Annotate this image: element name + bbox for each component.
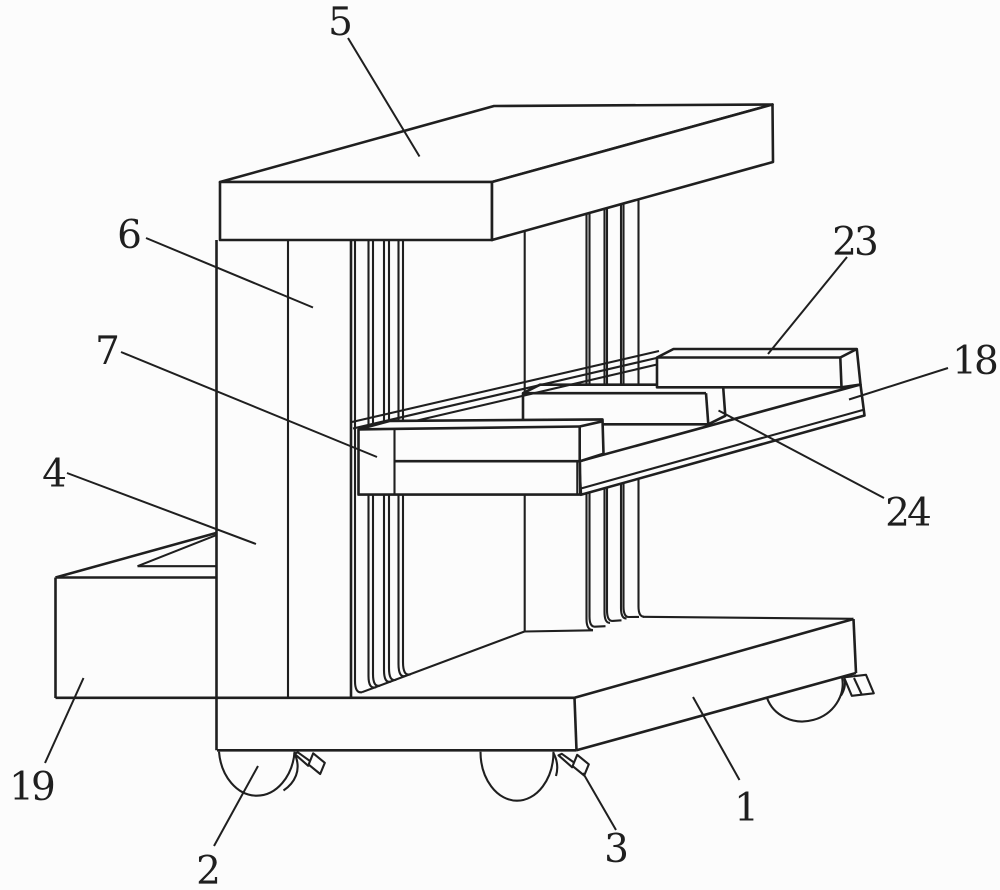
left-post-line bbox=[371, 240, 381, 687]
casters bbox=[217, 673, 875, 802]
rear-post-foot bbox=[612, 619, 622, 622]
leader-support-column bbox=[145, 237, 314, 309]
wheel-arc bbox=[217, 751, 296, 797]
leader-lines bbox=[44, 37, 949, 847]
front-right-caster bbox=[479, 751, 590, 802]
middle-slide-block bbox=[521, 383, 727, 426]
block24-silhouette bbox=[521, 383, 727, 426]
label-support-arm: 18 bbox=[952, 339, 997, 384]
brake-pedal bbox=[307, 752, 326, 776]
box-top-left-edge bbox=[55, 531, 217, 579]
leader-caster-brake bbox=[582, 772, 617, 831]
label-top-platform: 5 bbox=[328, 0, 350, 45]
label-caster-brake: 3 bbox=[604, 827, 626, 872]
brake-pedal bbox=[571, 753, 590, 777]
leader-hopper-chute bbox=[66, 472, 257, 545]
label-hopper-box: 19 bbox=[9, 765, 54, 810]
base-right-end-edge bbox=[852, 618, 858, 674]
label-hopper-chute: 4 bbox=[42, 452, 65, 497]
base-foot-line-right bbox=[524, 629, 594, 633]
arm-mid-edge bbox=[579, 408, 864, 490]
rail-top-front-edge bbox=[352, 356, 657, 430]
block23-right-edge bbox=[839, 357, 843, 388]
label-front-left-caster: 2 bbox=[196, 849, 218, 890]
block23-silhouette bbox=[655, 347, 862, 389]
leader-front-left-caster bbox=[213, 765, 259, 847]
chute-top-edge bbox=[137, 533, 218, 568]
wheel-arc bbox=[479, 751, 555, 802]
wheel-fork-arc bbox=[282, 752, 299, 792]
block7-top-front-edge bbox=[358, 425, 580, 431]
left-post-line bbox=[387, 240, 397, 682]
platform-right-face bbox=[490, 103, 775, 242]
label-middle-slide-block: 24 bbox=[885, 491, 930, 536]
label-support-column: 6 bbox=[117, 213, 140, 258]
guide-posts-rear bbox=[523, 199, 645, 632]
brake-pedal-fold bbox=[853, 677, 863, 695]
base-right-bottom-edge bbox=[576, 671, 857, 752]
rear-slide-block bbox=[655, 347, 862, 389]
label-base-platform: 1 bbox=[734, 786, 756, 831]
base-platform bbox=[55, 615, 858, 752]
leader-front-slide-block bbox=[120, 351, 378, 458]
block7-top-right-edge bbox=[579, 420, 603, 428]
top-platform bbox=[218, 103, 775, 242]
base-right-top-edge bbox=[574, 617, 854, 700]
leader-top-platform bbox=[347, 37, 421, 158]
leader-rear-slide-block bbox=[767, 256, 848, 355]
hopper-box bbox=[54, 531, 218, 698]
block23-top-right-edge bbox=[839, 347, 858, 359]
base-front-right-edge bbox=[573, 697, 578, 751]
rear-post-line bbox=[585, 213, 594, 632]
rear-post-line bbox=[588, 212, 596, 628]
brake-pedal bbox=[842, 673, 875, 697]
rail-top-back-edge bbox=[351, 349, 660, 424]
label-front-slide-block: 7 bbox=[95, 329, 117, 374]
column-right-edge-2 bbox=[353, 240, 363, 694]
base-foot-line-left bbox=[361, 630, 525, 694]
rear-right-caster bbox=[766, 673, 875, 723]
rear-post-line bbox=[622, 203, 630, 619]
block7-silhouette bbox=[357, 418, 605, 496]
support-column bbox=[215, 240, 363, 751]
rear-post-foot bbox=[594, 625, 606, 628]
left-post-line bbox=[382, 240, 392, 683]
left-post-line bbox=[367, 240, 377, 689]
wheel-fork-arc bbox=[552, 751, 559, 777]
front-left-caster bbox=[217, 751, 326, 797]
wheel-arc bbox=[766, 676, 844, 723]
left-post-line bbox=[397, 240, 407, 678]
left-post-line bbox=[401, 240, 411, 676]
leader-middle-slide-block bbox=[718, 409, 885, 499]
base-back-top-edge bbox=[642, 615, 854, 620]
leader-hopper-box bbox=[44, 677, 85, 764]
front-slide-block bbox=[357, 418, 605, 496]
leader-base-platform bbox=[692, 696, 741, 781]
guide-posts-left bbox=[367, 240, 411, 689]
label-rear-slide-block: 23 bbox=[832, 220, 876, 265]
platform-front-face bbox=[218, 180, 494, 242]
leader-support-arm bbox=[848, 367, 949, 401]
block24-right-edge bbox=[704, 393, 710, 425]
rear-post-line bbox=[619, 204, 627, 620]
